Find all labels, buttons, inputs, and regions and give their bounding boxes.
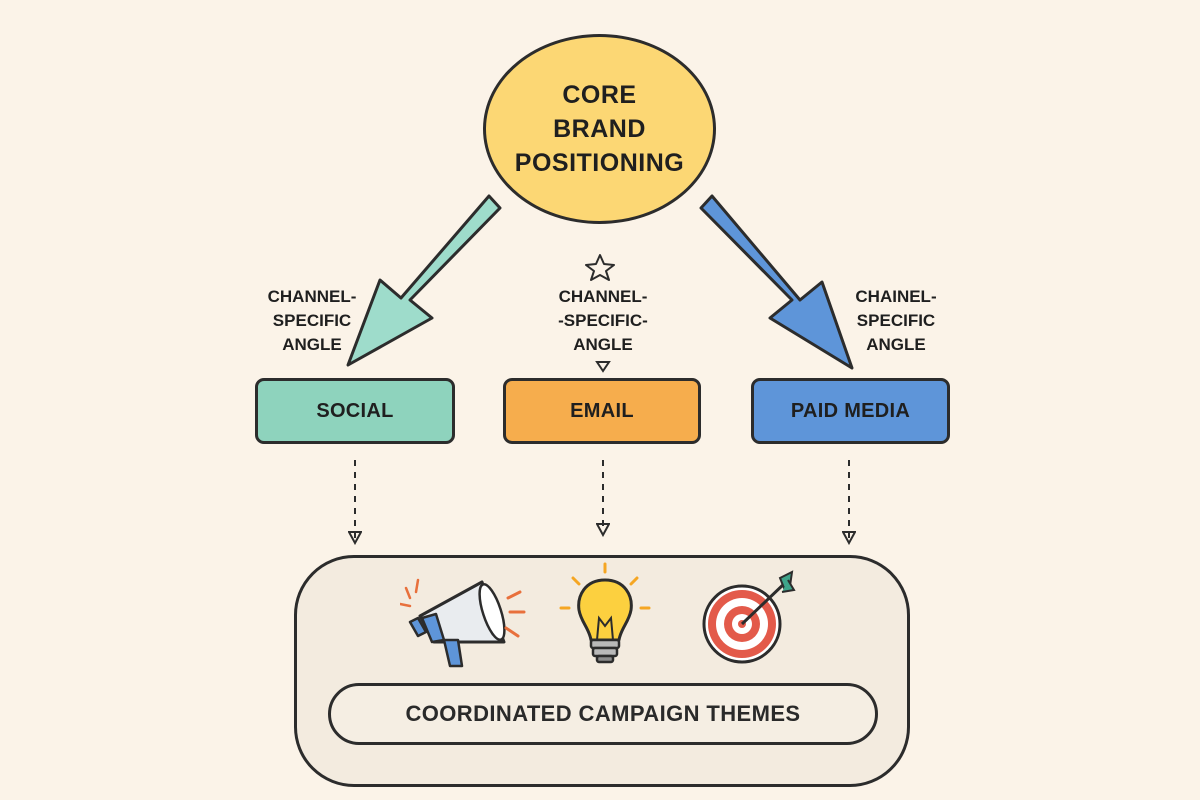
core-line-3: POSITIONING — [514, 149, 685, 177]
star-icon — [585, 254, 615, 281]
lightbulb-icon — [555, 560, 655, 675]
angle-line: CHANNEL- — [558, 287, 648, 306]
coordinated-campaign-themes: COORDINATED CAMPAIGN THEMES — [328, 683, 878, 745]
channel-paid-media: PAID MEDIA — [751, 378, 950, 444]
arrow-to-paid-media — [699, 194, 854, 370]
angle-line: CHAINEL- — [855, 287, 937, 306]
core-brand-positioning: CORE BRAND POSITIONING — [483, 34, 716, 224]
arrow-to-social — [346, 194, 502, 367]
angle-label-paid-media: CHAINEL- SPECIFIC ANGLE — [826, 285, 966, 357]
email-angle-pointer — [595, 361, 611, 373]
target-icon — [696, 568, 806, 673]
angle-line: ANGLE — [282, 335, 342, 354]
channel-social: SOCIAL — [255, 378, 455, 444]
angle-line: SPECIFIC — [856, 311, 936, 330]
angle-line: SPECIFIC — [272, 311, 352, 330]
core-line-1: CORE — [562, 81, 637, 109]
angle-label-email: CHANNEL- -SPECIFIC- ANGLE — [533, 285, 673, 357]
angle-line: -SPECIFIC- — [558, 311, 648, 330]
channel-email: EMAIL — [503, 378, 701, 444]
megaphone-icon — [398, 570, 530, 675]
angle-line: ANGLE — [573, 335, 633, 354]
core-line-2: BRAND — [553, 115, 646, 143]
angle-line: CHANNEL- — [267, 287, 357, 306]
angle-label-social: CHANNEL- SPECIFIC ANGLE — [242, 285, 382, 357]
angle-line: ANGLE — [866, 335, 926, 354]
